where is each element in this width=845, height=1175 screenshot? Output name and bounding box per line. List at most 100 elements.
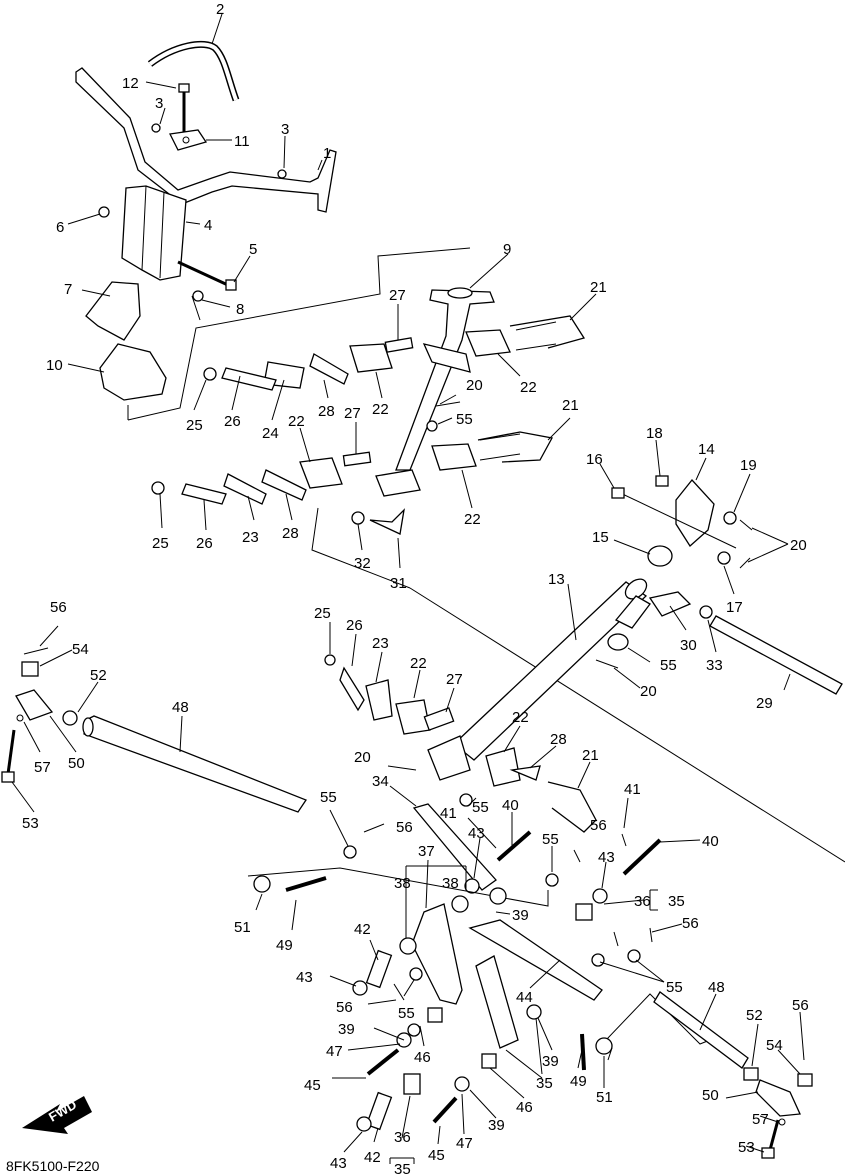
callout-25: 25 (152, 535, 169, 552)
callout-56: 56 (50, 599, 67, 616)
callout-22: 22 (464, 511, 481, 528)
bracket-14-assembly (599, 439, 789, 595)
callout-51: 51 (596, 1089, 613, 1106)
callout-51: 51 (234, 919, 251, 936)
callout-21: 21 (582, 747, 599, 764)
callout-45: 45 (304, 1077, 321, 1094)
callout-57: 57 (752, 1111, 769, 1128)
callout-20: 20 (354, 749, 371, 766)
callout-21: 21 (590, 279, 607, 296)
callout-22: 22 (288, 413, 305, 430)
callout-55: 55 (456, 411, 473, 428)
callout-9: 9 (503, 241, 511, 258)
callout-4: 4 (204, 217, 212, 234)
callout-35: 35 (668, 893, 685, 910)
callout-25: 25 (186, 417, 203, 434)
tie-bar-assembly (324, 578, 843, 904)
callout-26: 26 (196, 535, 213, 552)
callout-44: 44 (516, 989, 533, 1006)
callout-41: 41 (624, 781, 641, 798)
callout-34: 34 (372, 773, 389, 790)
mount-part (85, 281, 141, 341)
callout-55: 55 (660, 657, 677, 674)
callout-10: 10 (46, 357, 63, 374)
callout-12: 12 (122, 75, 139, 92)
hose-part (147, 40, 240, 102)
callout-39: 39 (488, 1117, 505, 1134)
catalog-code-label: 8FK5100-F220 (6, 1158, 100, 1174)
tube-part (453, 581, 648, 761)
callout-35: 35 (394, 1161, 411, 1175)
callout-36: 36 (634, 893, 651, 910)
callout-46: 46 (414, 1049, 431, 1066)
callout-2: 2 (216, 1, 224, 18)
callout-43: 43 (330, 1155, 347, 1172)
callout-3: 3 (155, 95, 163, 112)
callout-38: 38 (442, 875, 459, 892)
callout-27: 27 (446, 671, 463, 688)
callout-41: 41 (440, 805, 457, 822)
callout-16: 16 (586, 451, 603, 468)
callout-15: 15 (592, 529, 609, 546)
callout-13: 13 (548, 571, 565, 588)
callout-33: 33 (706, 657, 723, 674)
callout-22: 22 (410, 655, 427, 672)
callout-22: 22 (372, 401, 389, 418)
callout-32: 32 (354, 555, 371, 572)
callout-24: 24 (262, 425, 279, 442)
steering-shaft-assembly (151, 253, 597, 569)
callout-22: 22 (520, 379, 537, 396)
callout-40: 40 (702, 833, 719, 850)
callout-43: 43 (296, 969, 313, 986)
callout-55: 55 (320, 789, 337, 806)
callout-50: 50 (702, 1087, 719, 1104)
callout-52: 52 (746, 1007, 763, 1024)
callout-57: 57 (34, 759, 51, 776)
callout-20: 20 (640, 683, 657, 700)
callout-11: 11 (234, 133, 250, 150)
callout-7: 7 (64, 281, 72, 298)
callout-48: 48 (172, 699, 189, 716)
callout-56: 56 (396, 819, 413, 836)
callout-55: 55 (666, 979, 683, 996)
callout-49: 49 (276, 937, 293, 954)
hose-part-inner (148, 42, 238, 101)
bracket-part (121, 185, 187, 281)
callout-27: 27 (344, 405, 361, 422)
tiller-handle-assembly (67, 13, 337, 401)
callout-25: 25 (314, 605, 331, 622)
callout-22: 22 (512, 709, 529, 726)
callout-1: 1 (323, 145, 331, 162)
callout-38: 38 (394, 875, 411, 892)
callout-29: 29 (756, 695, 773, 712)
callout-30: 30 (680, 637, 697, 654)
callout-28: 28 (282, 525, 299, 542)
callout-56: 56 (792, 997, 809, 1014)
clamp-part (169, 129, 208, 151)
callout-39: 39 (338, 1021, 355, 1038)
callout-3: 3 (281, 121, 289, 138)
callout-20: 20 (790, 537, 807, 554)
callout-56: 56 (682, 915, 699, 932)
callout-49: 49 (570, 1073, 587, 1090)
callout-55: 55 (542, 831, 559, 848)
callout-53: 53 (738, 1139, 755, 1156)
callout-35: 35 (536, 1075, 553, 1092)
callout-17: 17 (726, 599, 743, 616)
handle-bar-part (75, 67, 337, 213)
callout-27: 27 (389, 287, 406, 304)
callout-28: 28 (550, 731, 567, 748)
callout-39: 39 (542, 1053, 559, 1070)
callout-47: 47 (326, 1043, 343, 1060)
callout-23: 23 (372, 635, 389, 652)
callout-47: 47 (456, 1135, 473, 1152)
callout-18: 18 (646, 425, 663, 442)
callout-labels: 2 12 3 11 3 1 6 4 5 7 8 10 9 27 21 22 22… (22, 1, 809, 1175)
cover-part (99, 343, 167, 401)
callout-14: 14 (698, 441, 715, 458)
callout-55: 55 (472, 799, 489, 816)
callout-43: 43 (598, 849, 615, 866)
callout-5: 5 (249, 241, 257, 258)
dash-diagonal (409, 587, 845, 863)
